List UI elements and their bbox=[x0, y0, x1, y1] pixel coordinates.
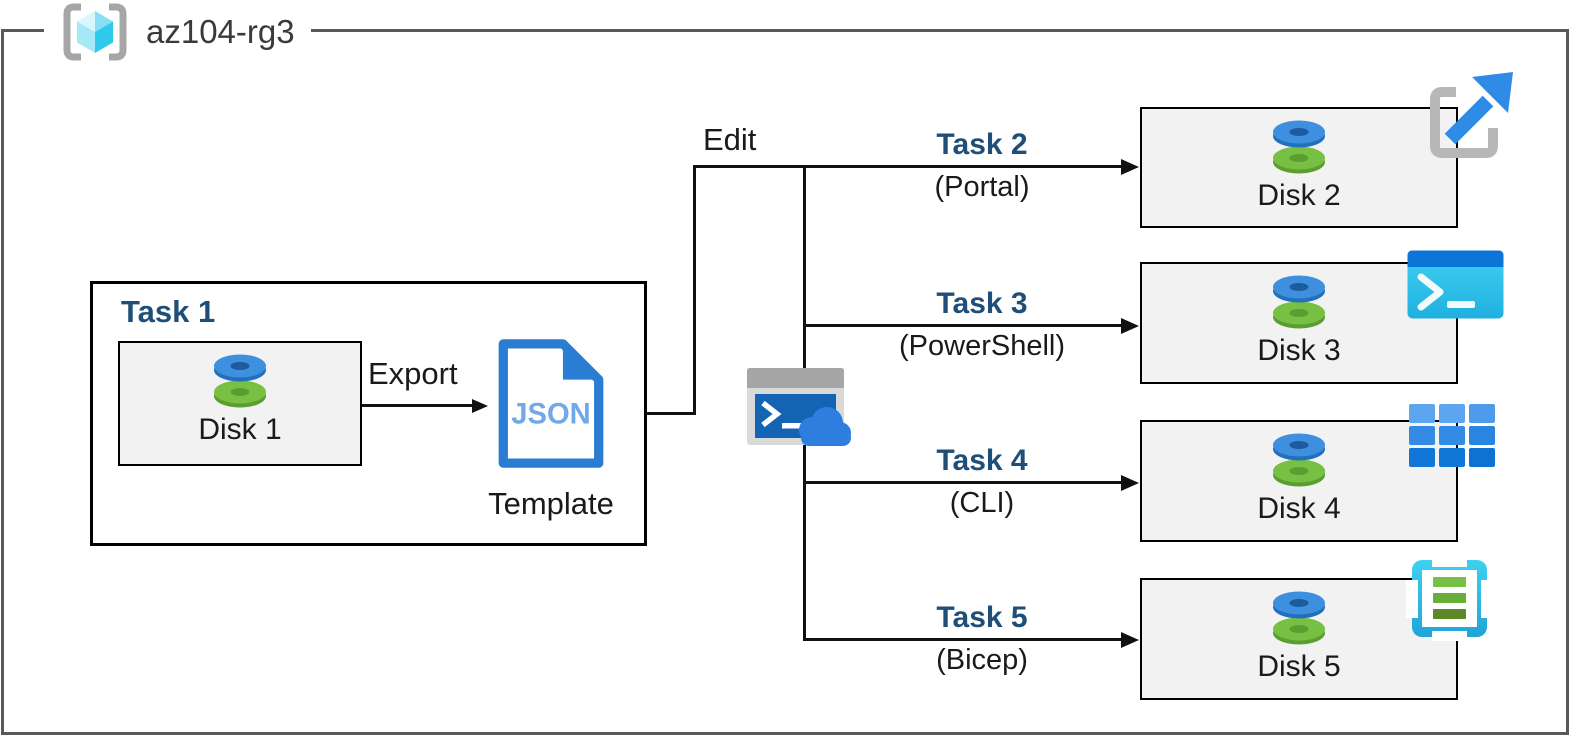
task3-label: Task 3 bbox=[936, 287, 1028, 320]
powershell-icon bbox=[1407, 250, 1504, 319]
disk-label: Disk 2 bbox=[1257, 179, 1341, 212]
cli-icon bbox=[1409, 404, 1495, 467]
connector-task4-line bbox=[804, 481, 1122, 484]
cloud-shell-icon bbox=[747, 368, 851, 446]
export-line bbox=[362, 404, 474, 407]
disk-label: Disk 1 bbox=[198, 413, 282, 446]
bicep-icon bbox=[1406, 557, 1493, 641]
disk-icon bbox=[1273, 120, 1325, 174]
json-template-icon: JSON bbox=[498, 339, 604, 468]
resource-group-boundary bbox=[1, 29, 1569, 735]
task2-method: (Portal) bbox=[934, 171, 1030, 203]
task3-method: (PowerShell) bbox=[899, 330, 1065, 362]
task2-label: Task 2 bbox=[936, 128, 1028, 161]
resource-group-header: az104-rg3 bbox=[44, 0, 311, 64]
task4-arrowhead bbox=[1121, 475, 1139, 491]
connector-edit-riser bbox=[693, 165, 696, 415]
task3-arrowhead bbox=[1121, 318, 1139, 334]
disk-icon bbox=[1273, 275, 1325, 329]
task5-label: Task 5 bbox=[936, 601, 1028, 634]
json-doc-text: JSON bbox=[511, 398, 590, 430]
disk-label: Disk 3 bbox=[1257, 334, 1341, 367]
task1-title: Task 1 bbox=[121, 294, 216, 329]
task2-arrowhead bbox=[1121, 159, 1139, 175]
export-label: Export bbox=[368, 356, 458, 391]
azure-portal-icon bbox=[1430, 72, 1513, 158]
template-caption: Template bbox=[488, 486, 614, 521]
task5-method: (Bicep) bbox=[936, 644, 1028, 676]
task4-label: Task 4 bbox=[936, 444, 1028, 477]
connector-task1-stub bbox=[646, 412, 696, 415]
connector-task5-line bbox=[804, 638, 1122, 641]
disk-label: Disk 4 bbox=[1257, 492, 1341, 525]
task4-method: (CLI) bbox=[949, 487, 1015, 519]
task5-arrowhead bbox=[1121, 632, 1139, 648]
disk-label: Disk 5 bbox=[1257, 650, 1341, 683]
disk3-box: Disk 3 bbox=[1140, 262, 1458, 384]
disk-icon bbox=[214, 354, 266, 408]
disk1-box: Disk 1 bbox=[118, 341, 362, 466]
edit-label: Edit bbox=[703, 122, 757, 157]
disk4-box: Disk 4 bbox=[1140, 420, 1458, 542]
disk-icon bbox=[1273, 433, 1325, 487]
disk5-box: Disk 5 bbox=[1140, 578, 1458, 700]
export-arrowhead bbox=[472, 399, 488, 413]
connector-task2-line bbox=[693, 165, 1122, 168]
connector-task3-line bbox=[804, 324, 1122, 327]
disk2-box: Disk 2 bbox=[1140, 107, 1458, 228]
resource-group-name: az104-rg3 bbox=[146, 13, 295, 50]
resource-group-icon bbox=[63, 3, 127, 61]
disk-icon bbox=[1273, 591, 1325, 645]
